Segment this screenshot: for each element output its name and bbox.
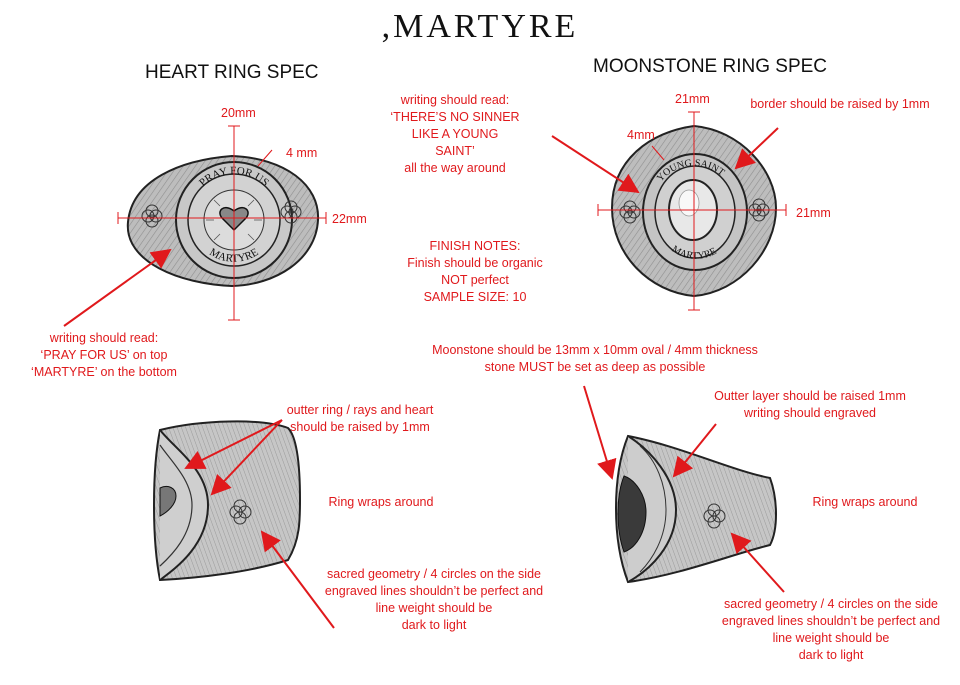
moonstone-ring-side-view [615, 434, 777, 584]
moonstone-dim-border: 4mm [627, 128, 655, 142]
heart-dim-right: 22mm [332, 212, 367, 226]
moonstone-stone-note: Moonstone should be 13mm x 10mm oval / 4… [432, 343, 758, 374]
heart-geometry-note: sacred geometry / 4 circles on the side … [324, 567, 544, 632]
heart-ring-title: HEART RING SPEC [145, 62, 319, 83]
moonstone-dim-top: 21mm [675, 92, 710, 106]
moonstone-dim-right: 21mm [796, 206, 831, 220]
heart-writing-note: writing should read: ‘PRAY FOR US’ on to… [31, 331, 177, 379]
heart-dim-border: 4 mm [286, 146, 318, 160]
heart-wraps-note: Ring wraps around [328, 495, 434, 509]
heart-raised-note: outter ring / rays and heart should be r… [286, 403, 434, 434]
brand-logo: ,MARTYRE [381, 8, 579, 45]
moonstone-outer-note: Outter layer should be raised 1mm writin… [714, 389, 906, 420]
annotation-arrows [63, 127, 785, 629]
heart-ring-top-view: PRAY FOR US MARTYRE [117, 125, 327, 321]
heart-dim-top: 20mm [221, 106, 256, 120]
moonstone-ring-title: MOONSTONE RING SPEC [593, 56, 828, 77]
finish-notes: FINISH NOTES: Finish should be organic N… [407, 239, 543, 304]
moonstone-border-note: border should be raised by 1mm [750, 97, 930, 111]
moonstone-geometry-note: sacred geometry / 4 circles on the side … [721, 597, 941, 662]
heart-ring-side-view [153, 420, 302, 582]
moonstone-wraps-note: Ring wraps around [812, 495, 918, 509]
moonstone-writing-note: writing should read: ‘THERE’S NO SINNER … [390, 93, 520, 175]
